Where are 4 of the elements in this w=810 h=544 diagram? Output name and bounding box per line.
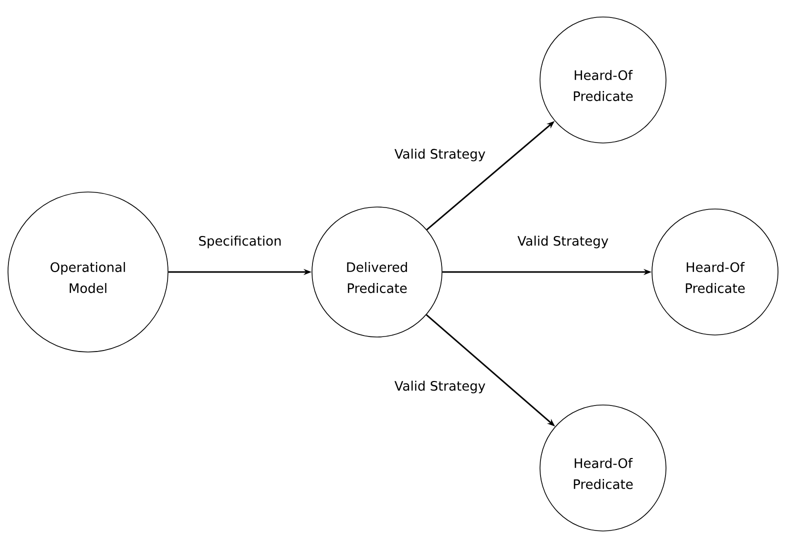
edge-label: Valid Strategy (394, 380, 486, 394)
edge-label: Valid Strategy (394, 148, 486, 162)
edge-label: Specification (199, 236, 281, 248)
edge-label: Valid Strategy (518, 236, 608, 248)
